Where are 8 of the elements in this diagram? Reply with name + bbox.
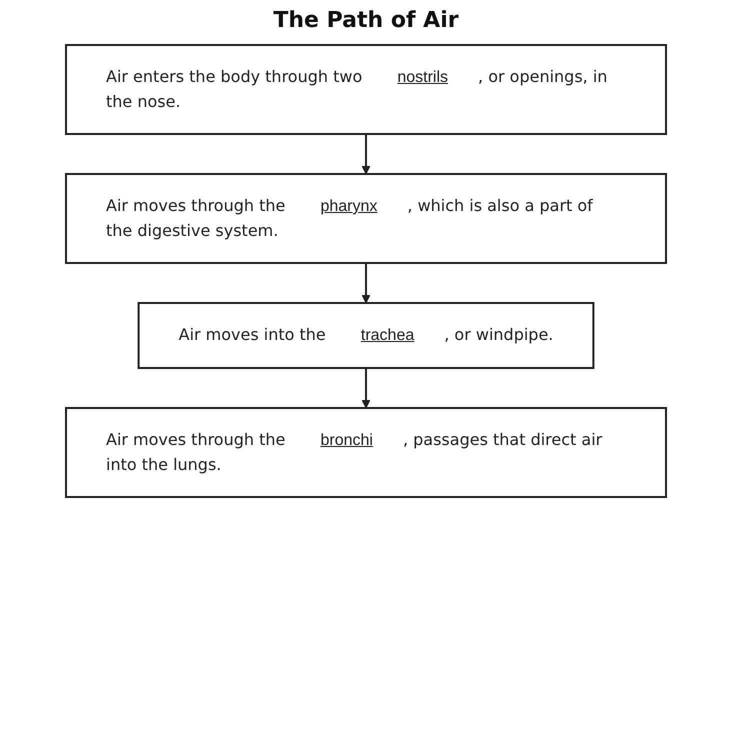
arrow xyxy=(362,368,370,408)
node-box: Air enters the body through two nostrils , or openings, in the nose. xyxy=(65,44,667,135)
arrow xyxy=(362,263,370,304)
node-box: Air moves through the pharynx , which is also a part of the digestive system. xyxy=(65,173,667,264)
node-box: Air moves through the bronchi , passages that direct air into the lungs. xyxy=(65,407,667,498)
arrow xyxy=(362,134,370,174)
title: The Path of Air xyxy=(272,8,460,33)
node-box: Air moves into the trachea , or windpipe. xyxy=(138,302,594,369)
